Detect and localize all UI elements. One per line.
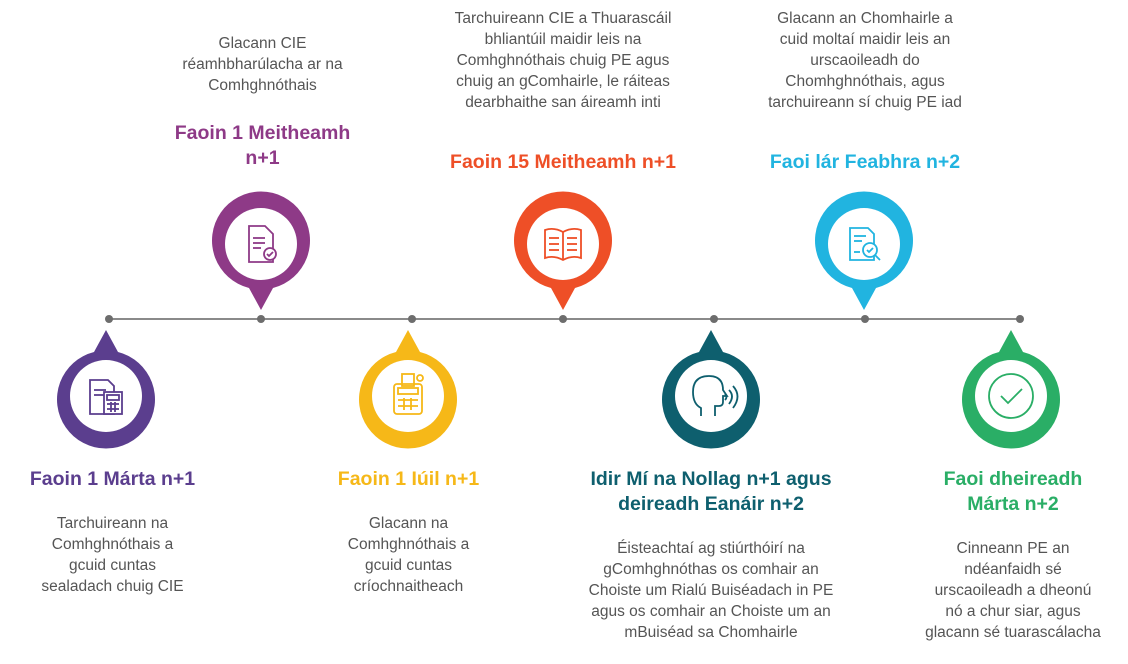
milestone-7-date: Faoi dheireadh Márta n+2 xyxy=(943,468,1083,515)
milestone-5-text: Éisteachtaí ag stiúrthóirí na gComhghnót… xyxy=(588,540,834,641)
milestone-1-text: Tarchuireann na Comhghnóthais a gcuid cu… xyxy=(41,515,184,595)
milestone-5-date: Idir Mí na Nollag n+1 agus deireadh Eaná… xyxy=(590,468,832,515)
timeline-dot xyxy=(105,315,113,323)
printing-calculator-icon xyxy=(393,373,424,415)
milestone-1-date: Faoin 1 Márta n+1 xyxy=(29,468,196,490)
milestone-4-date: Faoin 15 Meitheamh n+1 xyxy=(450,151,676,173)
timeline-dot xyxy=(710,315,718,323)
milestone-1-pin xyxy=(56,330,155,449)
timeline-dot xyxy=(861,315,869,323)
timeline-dot xyxy=(559,315,567,323)
calculator-document-icon xyxy=(89,379,123,415)
open-book-icon xyxy=(544,227,582,262)
document-check-icon xyxy=(248,225,277,263)
milestone-6-date: Faoi lár Feabhra n+2 xyxy=(769,151,961,173)
milestone-6-pin xyxy=(815,191,913,310)
milestone-7-text: Cinneann PE an ndéanfaidh sé urscaoilead… xyxy=(925,540,1101,641)
milestone-3-pin xyxy=(359,330,457,449)
milestone-4-pin xyxy=(514,191,612,310)
checkmark-circle-icon xyxy=(988,373,1034,419)
speaking-head-icon xyxy=(692,375,739,416)
milestone-6-text: Glacann an Chomhairle a cuid moltaí maid… xyxy=(768,10,962,111)
milestone-4-text: Tarchuireann CIE a Thuarascáil bhliantúi… xyxy=(454,10,672,111)
timeline-dot xyxy=(1016,315,1024,323)
milestone-5-pin xyxy=(662,330,760,449)
document-search-icon xyxy=(849,227,881,261)
milestone-3-date: Faoin 1 Iúil n+1 xyxy=(337,468,480,490)
timeline-dot xyxy=(257,315,265,323)
milestone-3-text: Glacann na Comhghnóthais a gcuid cuntas … xyxy=(347,515,470,595)
milestone-2-text: Glacann CIE réamhbharúlacha ar na Comhgh… xyxy=(182,35,343,94)
milestone-7-pin xyxy=(962,330,1060,449)
milestone-2-date: Faoin 1 Meitheamh n+1 xyxy=(174,122,351,169)
milestone-2-pin xyxy=(212,191,310,310)
timeline-dot xyxy=(408,315,416,323)
